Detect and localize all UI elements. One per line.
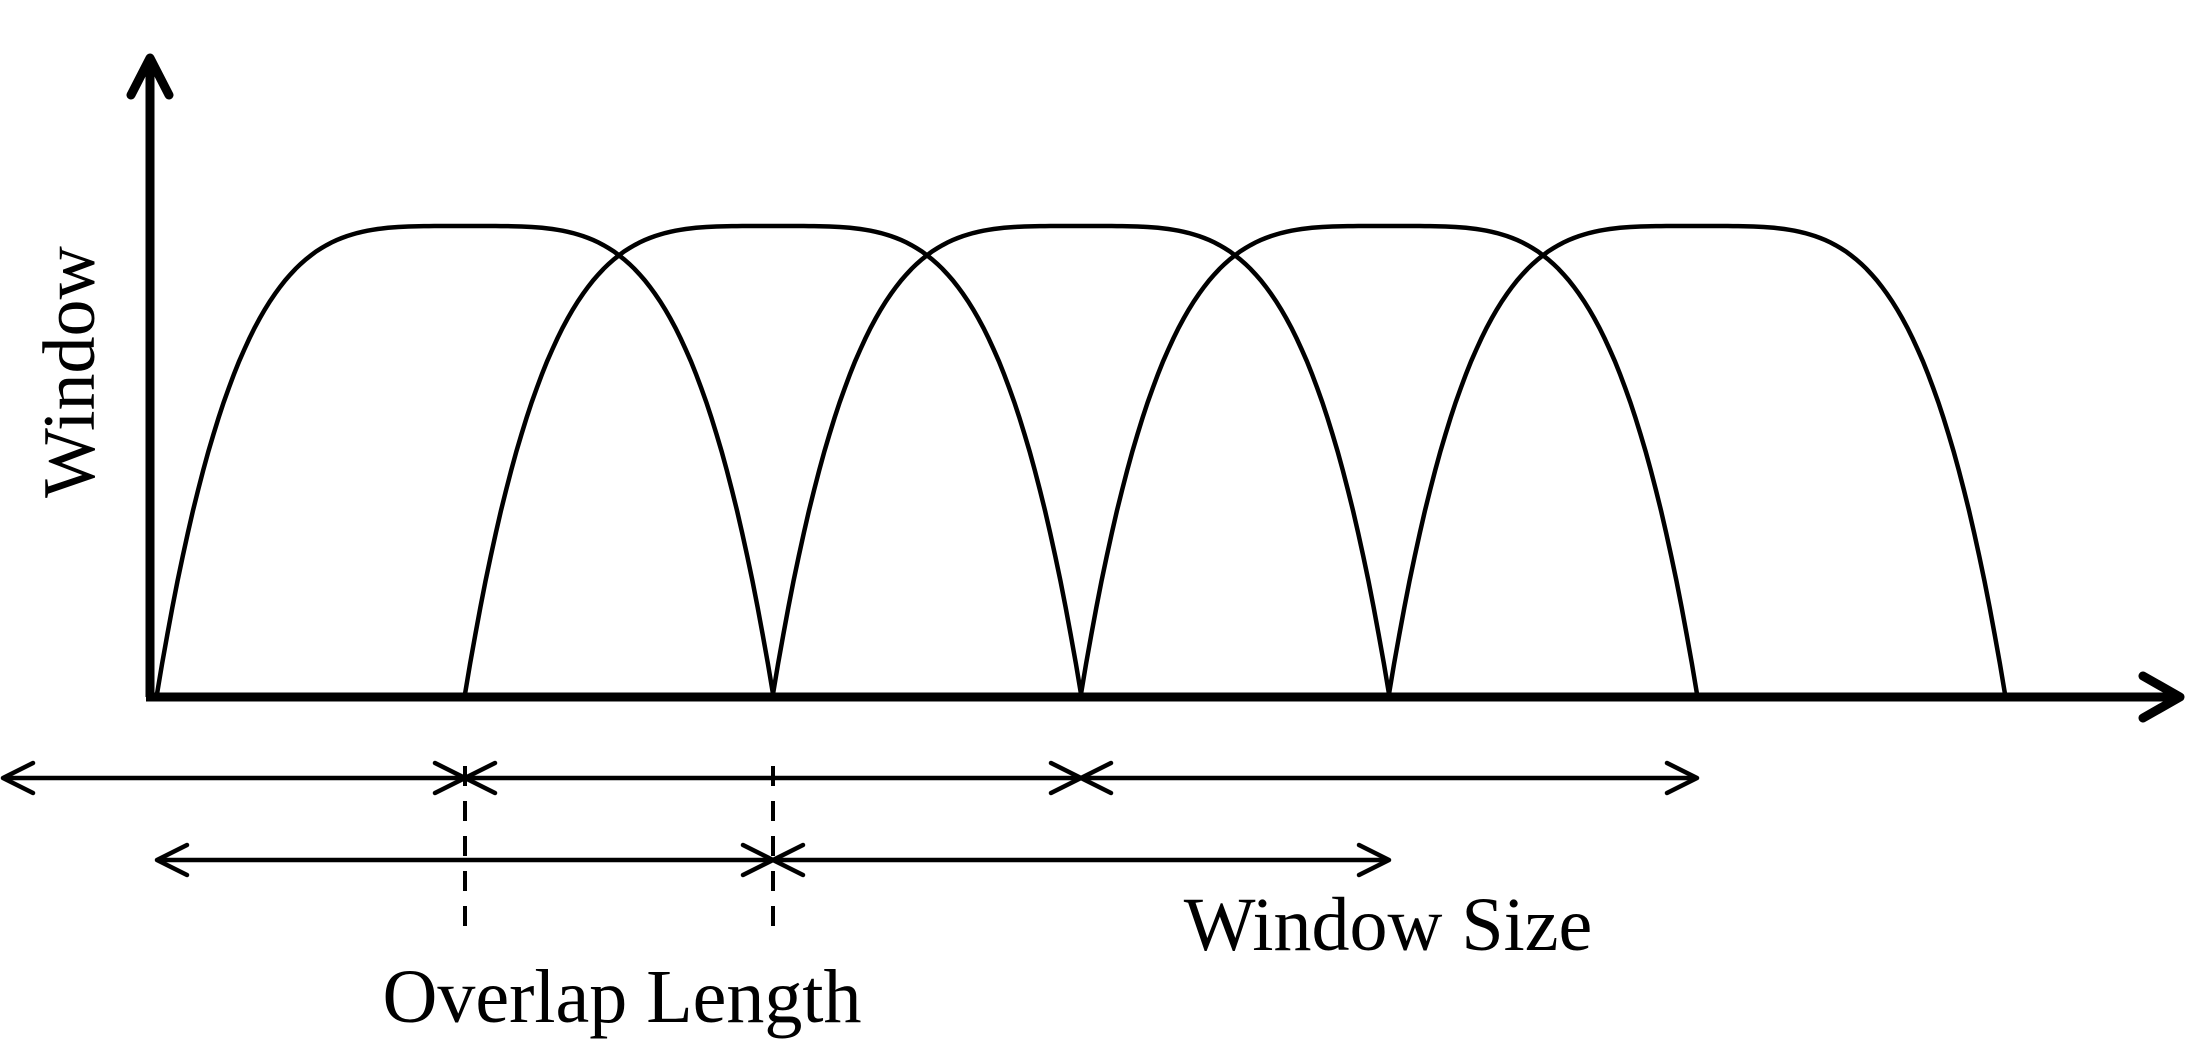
axes: [126, 53, 2185, 723]
x-axis-arrowhead: [2138, 671, 2185, 723]
window-curve: [770, 223, 1392, 695]
window-curve: [462, 223, 1084, 695]
window-curves: [154, 223, 2008, 695]
overlap-markers: [463, 766, 775, 932]
span-arrows: [0, 760, 1700, 878]
y-axis-label: Window: [29, 246, 111, 498]
overlap-length-label: Overlap Length: [382, 955, 861, 1039]
y-axis-arrowhead: [126, 53, 174, 100]
span-arrow: [770, 842, 1392, 878]
span-arrow: [0, 760, 468, 796]
window-curve: [1386, 223, 2008, 695]
window-curve: [154, 223, 776, 695]
span-arrow: [1078, 760, 1700, 796]
window-curve: [1078, 223, 1700, 695]
window-size-label: Window Size: [1184, 883, 1593, 967]
